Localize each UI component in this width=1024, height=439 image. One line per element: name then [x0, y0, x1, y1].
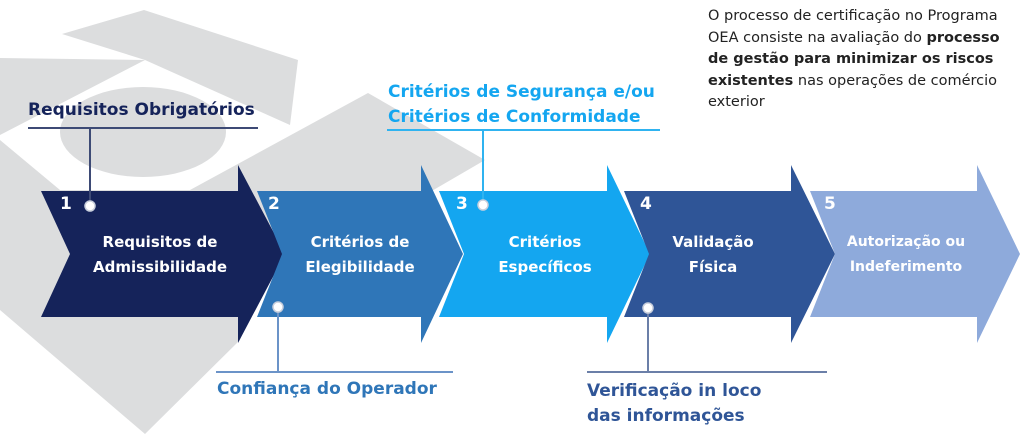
- step-arrow-1: [41, 165, 285, 343]
- step-line: Admissibilidade: [92, 258, 228, 276]
- step-number: 1: [60, 194, 72, 214]
- callout-dot-4: [642, 302, 654, 314]
- intro-bold: processo de gestão para minimizar os ris…: [708, 29, 1000, 89]
- step-line: Critérios de: [310, 233, 410, 251]
- step-number: 3: [456, 194, 468, 214]
- callout-line: Verificação in loco: [587, 381, 762, 401]
- step-line: Validação: [672, 233, 754, 251]
- callout-line: Critérios de Segurança e/ou: [388, 82, 655, 102]
- intro-text-part: nas operações de comércio exterior: [708, 72, 998, 111]
- step-2-label: Critérios de Elegibilidade: [280, 230, 440, 280]
- step-number: 2: [268, 194, 280, 214]
- step-arrow-5: [810, 165, 1020, 343]
- step-line: Indeferimento: [849, 259, 963, 275]
- step-number: 5: [824, 194, 836, 214]
- callout-requisitos-obrigatorios: Requisitos Obrigatórios: [28, 100, 255, 120]
- step-arrow-4: [624, 165, 835, 343]
- intro-text: O processo de certificação no Programa O…: [708, 6, 1018, 114]
- step-line: Requisitos de: [102, 233, 218, 251]
- step-line: Autorização ou: [846, 234, 966, 250]
- step-line: Específicos: [498, 258, 592, 276]
- callout-line: das informações: [587, 406, 745, 426]
- step-line: Critérios: [508, 233, 582, 251]
- callout-line: Critérios de Conformidade: [388, 107, 641, 127]
- step-number: 4: [640, 194, 652, 214]
- callout-dot-3: [477, 199, 489, 211]
- callout-confianca-operador: Confiança do Operador: [217, 379, 437, 399]
- callout-verificacao: Verificação in loco das informações: [587, 379, 761, 429]
- step-line: Física: [688, 258, 738, 276]
- callout-dot-1: [84, 200, 96, 212]
- step-1-label: Requisitos de Admissibilidade: [80, 230, 240, 280]
- intro-text-part: O processo de certificação no Programa O…: [708, 8, 998, 46]
- step-arrow-2: [257, 165, 463, 343]
- callout-dot-2: [272, 301, 284, 313]
- step-arrow-3: [439, 165, 650, 343]
- step-5-label: Autorização ou Indeferimento: [826, 230, 986, 280]
- step-line: Elegibilidade: [305, 258, 415, 276]
